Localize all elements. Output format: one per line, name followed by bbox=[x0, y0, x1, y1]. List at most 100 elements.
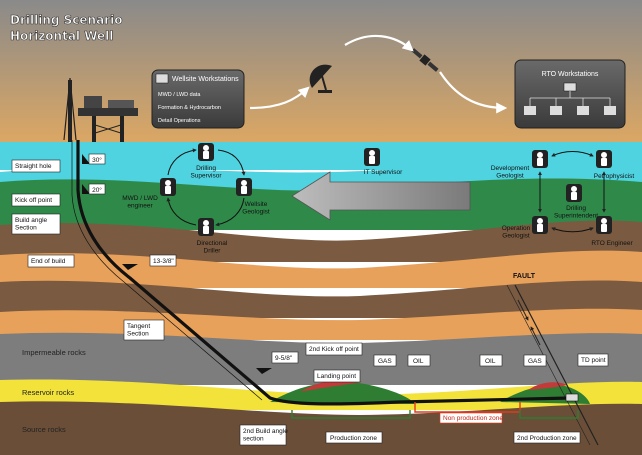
cycle-arrow-4 bbox=[167, 148, 197, 176]
wellsite-item-3: Detail Operations bbox=[158, 118, 201, 124]
person-icon-wellsite-geologist bbox=[236, 178, 252, 196]
label-landing-point: Landing point bbox=[313, 369, 361, 383]
label-non-production-zone: Non production zone bbox=[439, 412, 503, 424]
person-icon-development-geologist bbox=[532, 150, 548, 168]
person-icon-mwd-engineer bbox=[160, 178, 176, 196]
brown-layer-2 bbox=[0, 280, 642, 318]
label-production-zone: Production zone bbox=[325, 431, 383, 444]
svg-text:Straight hole: Straight hole bbox=[15, 163, 52, 170]
angle-marker-20: 20° bbox=[82, 183, 106, 195]
rto-workstations-box: RTO Workstations bbox=[514, 59, 626, 129]
svg-text:Non production zone: Non production zone bbox=[443, 415, 503, 422]
gas-cap-1 bbox=[300, 379, 362, 392]
svg-text:GAS: GAS bbox=[528, 358, 542, 365]
angle-marker-30: 30° bbox=[82, 153, 106, 165]
label-gas-1: GAS bbox=[373, 354, 397, 367]
monitor-icon bbox=[155, 73, 169, 84]
casing-9-5-8: 9-5/8" bbox=[256, 351, 299, 374]
casing-13-3-8: 13-3/8" bbox=[122, 254, 177, 270]
label-petrophysicist: Petrophysicist bbox=[594, 173, 635, 180]
person-icon-drilling-supervisor bbox=[198, 143, 214, 161]
rto-monitor-icon-2 bbox=[550, 106, 562, 115]
person-icon-directional-driller bbox=[198, 218, 214, 236]
satellite-dish-icon bbox=[309, 64, 332, 93]
svg-text:2nd Production zone: 2nd Production zone bbox=[517, 435, 577, 442]
fault-arrow-down bbox=[517, 299, 529, 321]
information-flow-arrow bbox=[291, 171, 471, 221]
label-impermeable-rocks: Impermeable rocks bbox=[22, 348, 86, 357]
fault-arrow-up bbox=[530, 326, 541, 346]
rto-server-icon bbox=[563, 82, 577, 92]
drill-bit bbox=[565, 393, 579, 402]
cycle-arrow-2 bbox=[215, 197, 245, 227]
title-line2: Horizontal Well bbox=[10, 29, 113, 43]
non-production-zone-bracket bbox=[414, 402, 521, 413]
label-end-of-build: End of build bbox=[27, 254, 75, 268]
svg-text:OIL: OIL bbox=[485, 358, 496, 365]
label-it-supervisor: IT Supervisor bbox=[364, 169, 403, 176]
title-line1: Drilling Scenario bbox=[10, 13, 122, 27]
cycle-arrow-3 bbox=[166, 197, 197, 226]
fault-label: FAULT bbox=[513, 273, 536, 280]
comm-arrow-2 bbox=[344, 34, 414, 52]
label-second-production-zone: 2nd Production zone bbox=[513, 431, 581, 444]
person-icon-petrophysicist bbox=[596, 150, 612, 168]
fault-line bbox=[514, 284, 599, 446]
svg-text:20°: 20° bbox=[92, 186, 102, 194]
comm-arrow-1 bbox=[249, 86, 310, 110]
rto-monitor-icon-4 bbox=[604, 106, 616, 115]
label-kick-off-point: Kick off point bbox=[11, 193, 61, 207]
svg-text:Kick off point: Kick off point bbox=[15, 197, 52, 204]
production-zone-bracket bbox=[291, 410, 411, 419]
svg-text:Landing point: Landing point bbox=[317, 373, 356, 380]
label-source-rocks: Source rocks bbox=[22, 425, 66, 434]
label-straight-hole: Straight hole bbox=[11, 159, 61, 173]
svg-text:GAS: GAS bbox=[378, 358, 392, 365]
impermeable-layer bbox=[0, 332, 642, 385]
rto-arrow-bottom bbox=[551, 227, 594, 233]
rto-arrow-top bbox=[551, 151, 594, 157]
svg-text:OIL: OIL bbox=[413, 358, 424, 365]
person-icon-drilling-superintendent bbox=[566, 184, 582, 202]
label-second-kick-off-point: 2nd Kick off point bbox=[305, 342, 363, 356]
gas-cap-2 bbox=[528, 382, 568, 390]
oil-rig bbox=[63, 77, 138, 142]
satellite-icon bbox=[411, 48, 439, 72]
wellsite-item-1: MWD / LWD data bbox=[158, 92, 201, 98]
wellsite-title: Wellsite Workstations bbox=[172, 76, 239, 83]
person-icon-operation-geologist bbox=[532, 216, 548, 234]
comm-arrow-3 bbox=[439, 71, 508, 114]
svg-text:2nd Kick off point: 2nd Kick off point bbox=[309, 346, 359, 353]
label-td-point: TD point bbox=[577, 353, 609, 367]
svg-text:TD point: TD point bbox=[581, 357, 606, 364]
wellsite-workstations-box: Wellsite Workstations MWD / LWD data For… bbox=[151, 69, 245, 129]
brown-layer-1 bbox=[0, 220, 642, 262]
label-oil-1: OIL bbox=[407, 354, 431, 367]
label-rto-engineer: RTO Engineer bbox=[591, 240, 633, 247]
label-oil-2: OIL bbox=[479, 354, 503, 367]
wellsite-item-2: Formation & Hydrocarbon bbox=[158, 105, 221, 111]
cycle-arrow-1 bbox=[217, 149, 246, 176]
person-icon-it-supervisor bbox=[364, 148, 380, 166]
second-production-zone-bracket bbox=[519, 410, 579, 419]
rto-title: RTO Workstations bbox=[542, 71, 599, 78]
label-reservoir-rocks: Reservoir rocks bbox=[22, 388, 74, 397]
svg-text:30°: 30° bbox=[92, 156, 102, 164]
label-gas-2: GAS bbox=[523, 354, 547, 367]
oil-zone-1 bbox=[270, 381, 415, 404]
svg-text:9-5/8": 9-5/8" bbox=[275, 355, 293, 362]
svg-text:Production zone: Production zone bbox=[330, 435, 377, 442]
